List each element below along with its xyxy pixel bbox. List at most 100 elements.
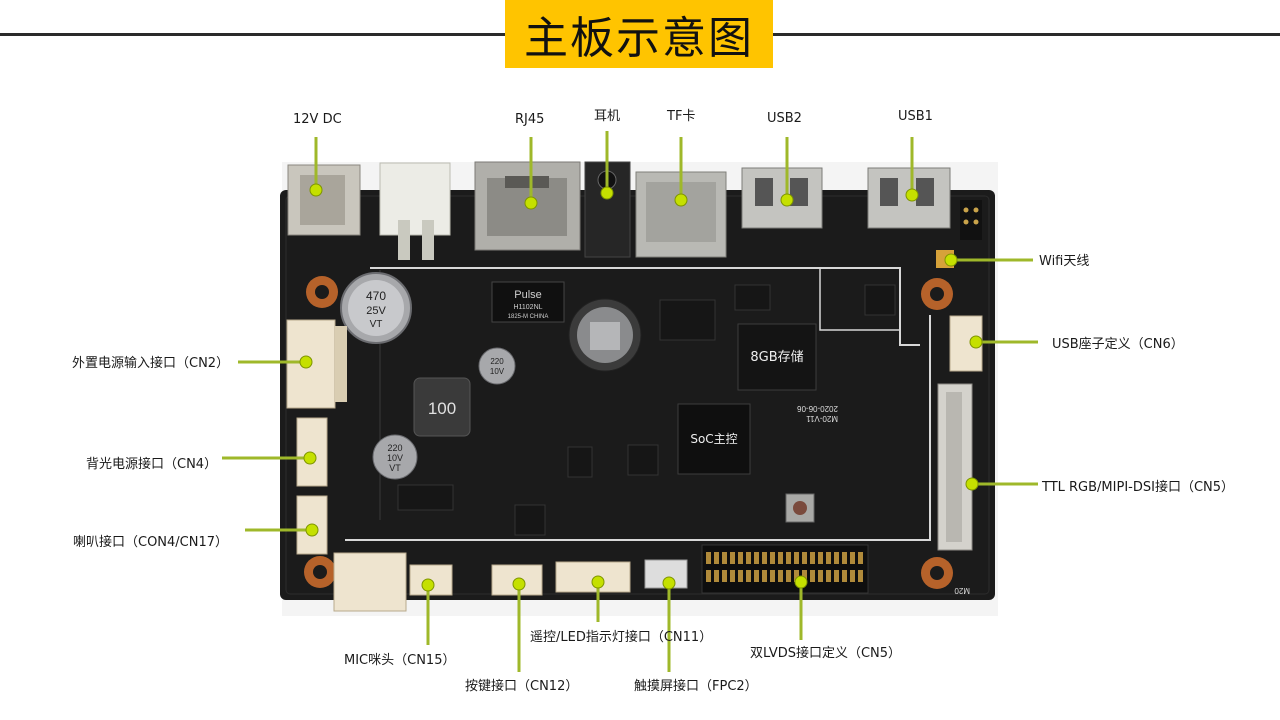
lvds-pin <box>810 552 815 564</box>
cn5-fpc-connector <box>937 383 973 551</box>
dot-lvds <box>794 575 808 589</box>
lvds-pin <box>826 552 831 564</box>
lvds-pin <box>746 552 751 564</box>
capacitor-220-text: 220 <box>387 443 402 453</box>
capacitor-220-vt: VT <box>389 463 401 473</box>
lvds-pin <box>754 552 759 564</box>
lvds-pin <box>770 570 775 582</box>
bottom-power-connector <box>333 552 407 612</box>
label-remote: 遥控/LED指示灯接口（CN11） <box>530 630 713 645</box>
dot-remote <box>591 575 605 589</box>
lvds-pin <box>858 552 863 564</box>
lvds-pin <box>802 552 807 564</box>
lvds-pin <box>826 570 831 582</box>
capacitor-470-vt: VT <box>370 319 383 330</box>
lvds-pin <box>794 552 799 564</box>
label-key: 按键接口（CN12） <box>465 679 579 694</box>
cn2-connector <box>286 319 347 409</box>
lvds-pin <box>746 570 751 582</box>
pulse-part-text: H1102NL <box>513 304 542 311</box>
inductor-100: 100 <box>413 377 471 437</box>
page-title: 主板示意图 <box>524 13 754 64</box>
lvds-pin <box>842 552 847 564</box>
lvds-pin <box>738 570 743 582</box>
capacitor-220uf: 220 10V VT <box>372 434 418 480</box>
lvds-pin <box>762 570 767 582</box>
lvds-pin <box>706 552 711 564</box>
lvds-pin <box>778 570 783 582</box>
dot-usb2 <box>780 193 794 207</box>
lvds-pin <box>834 570 839 582</box>
lvds-pin <box>818 552 823 564</box>
lvds-pin <box>850 552 855 564</box>
dot-ext-power <box>299 355 313 369</box>
title-rule-right <box>773 33 1280 36</box>
label-12v-dc: 12V DC <box>293 112 342 127</box>
lvds-pin <box>754 570 759 582</box>
lvds-pin <box>794 570 799 582</box>
label-rj45: RJ45 <box>515 112 545 127</box>
lvds-pin <box>730 570 735 582</box>
dot-rj45 <box>524 196 538 210</box>
label-usb-header: USB座子定义（CN6） <box>1052 337 1184 352</box>
dot-wifi <box>944 253 958 267</box>
dot-12v-dc <box>309 183 323 197</box>
lvds-pin <box>714 552 719 564</box>
lvds-pin <box>714 570 719 582</box>
lvds-pin <box>706 570 711 582</box>
label-ext-power: 外置电源输入接口（CN2） <box>72 356 230 371</box>
capacitor-470-text: 470 <box>366 289 386 303</box>
pulse-sub-text: 1825-M CHINA <box>508 314 549 320</box>
power-connector-top <box>379 162 451 236</box>
dot-usb1 <box>905 188 919 202</box>
dot-backlight <box>303 451 317 465</box>
label-backlight: 背光电源接口（CN4） <box>86 457 218 472</box>
capacitor-220-voltage: 10V <box>387 453 403 463</box>
soc-chip-label: SoC主控 <box>690 432 737 446</box>
dot-key <box>512 577 526 591</box>
mounting-hole <box>306 276 338 308</box>
label-tf: TF卡 <box>667 109 696 124</box>
capacitor-220-small-voltage: 10V <box>490 367 505 376</box>
label-ttl: TTL RGB/MIPI-DSI接口（CN5） <box>1042 480 1235 495</box>
capacitor-220-small-text: 220 <box>490 357 504 366</box>
page-title-banner: 主板示意图 <box>505 0 773 68</box>
pulse-brand-text: Pulse <box>514 289 542 301</box>
ethernet-transformer: Pulse H1102NL 1825-M CHINA <box>491 281 565 323</box>
pcb <box>280 190 995 600</box>
inductor-text: 100 <box>428 399 456 418</box>
board-date-text: 2020-06-06 <box>797 404 838 413</box>
capacitor-470-voltage: 25V <box>366 305 386 317</box>
lvds-pin <box>722 570 727 582</box>
label-mic: MIC咪头（CN15） <box>344 653 456 668</box>
lvds-pin <box>834 552 839 564</box>
mounting-hole <box>921 557 953 589</box>
label-usb2: USB2 <box>767 111 802 126</box>
earphone-jack <box>584 161 631 258</box>
dot-usb-header <box>969 335 983 349</box>
lvds-pin <box>810 570 815 582</box>
pin-header <box>960 200 982 240</box>
lvds-pin <box>722 552 727 564</box>
dot-mic <box>421 578 435 592</box>
capacitor-470uf: 470 25V VT <box>340 272 412 344</box>
lvds-pin <box>778 552 783 564</box>
lvds-pin <box>762 552 767 564</box>
cn11-connector <box>555 561 631 593</box>
board-model-text: M20-V11 <box>806 414 838 423</box>
label-speaker: 喇叭接口（CON4/CN17） <box>73 535 229 550</box>
lvds-pin <box>730 552 735 564</box>
title-rule-left <box>0 33 505 36</box>
emmc-storage-chip: 8GB存储 <box>737 323 817 391</box>
lvds-pin <box>786 552 791 564</box>
capacitor-220uf-small: 220 10V <box>478 347 516 385</box>
soc-chip: SoC主控 <box>677 403 751 475</box>
cn12-connector <box>491 564 543 596</box>
lvds-pin <box>738 552 743 564</box>
board-m20-text: M20 <box>954 586 970 595</box>
dot-ttl <box>965 477 979 491</box>
dot-touch <box>662 576 676 590</box>
mounting-hole <box>304 556 336 588</box>
